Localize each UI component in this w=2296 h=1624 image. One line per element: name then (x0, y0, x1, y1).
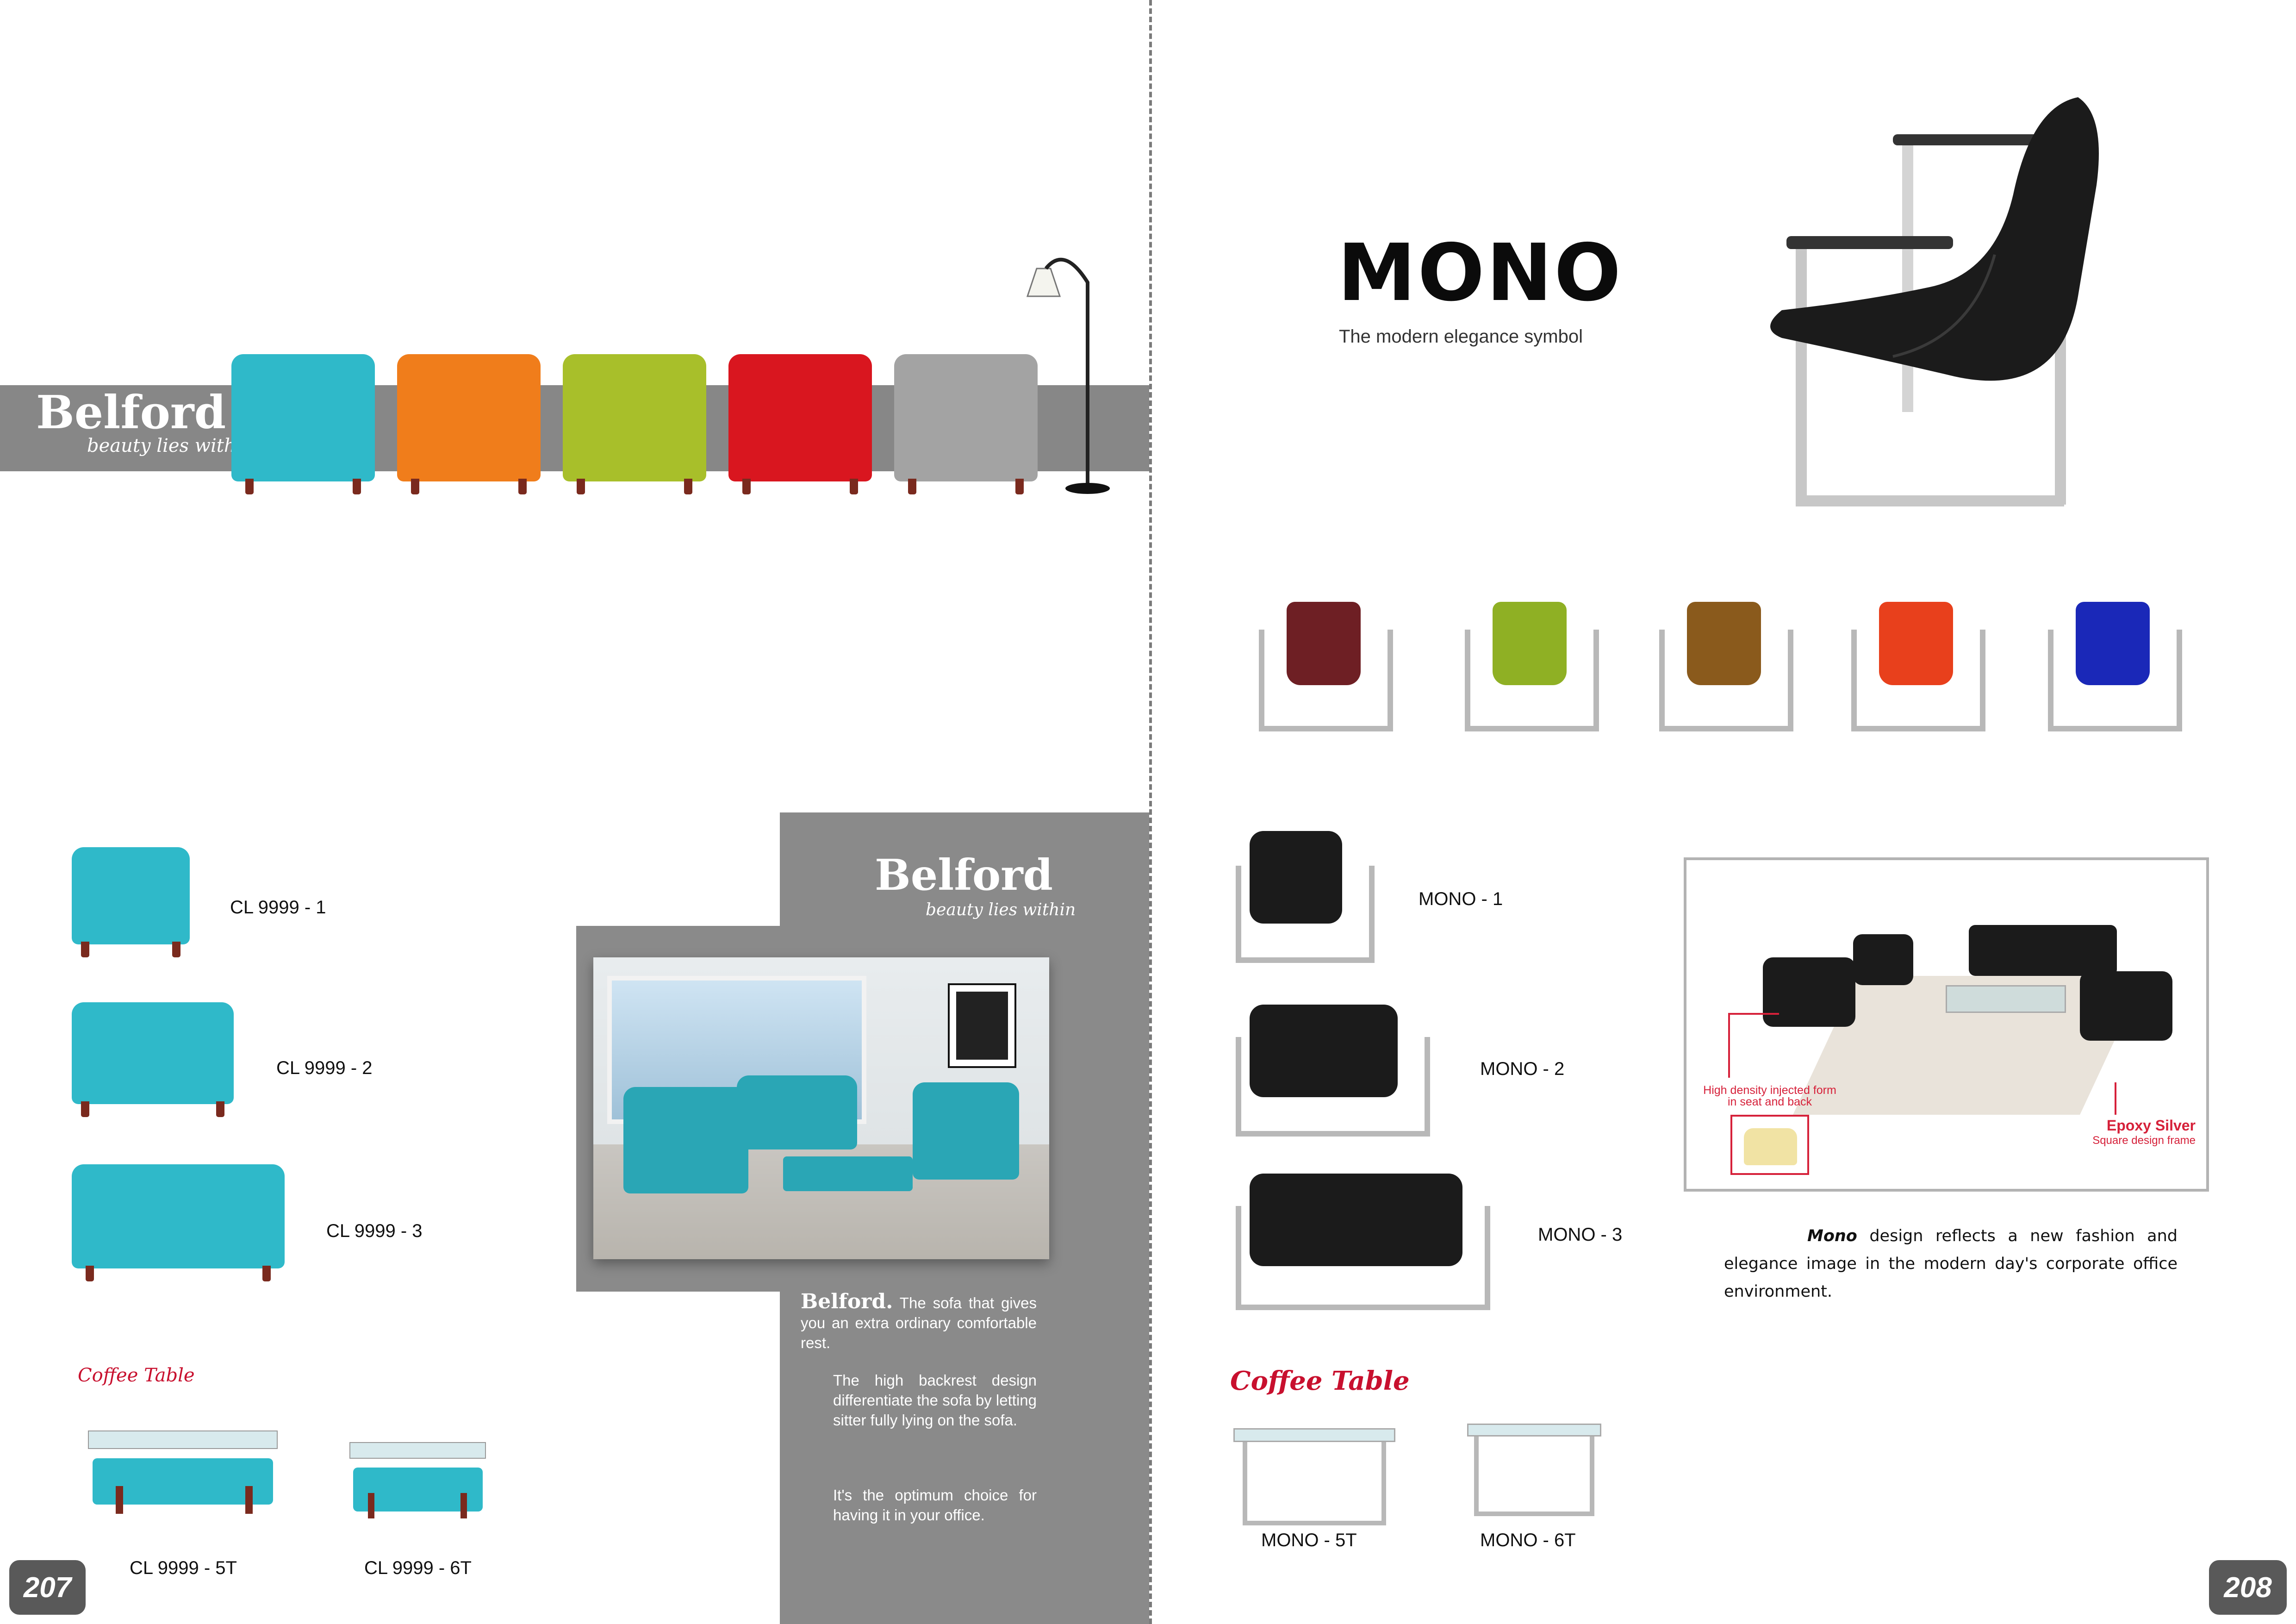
table-cl9999-6t (349, 1442, 486, 1521)
mono-2-chair (1236, 1005, 1435, 1139)
product-label: MONO - 2 (1480, 1059, 1565, 1079)
frame-callout-line (2115, 1082, 2116, 1115)
feature-chair (2080, 971, 2172, 1041)
mono-color-row (1250, 597, 2189, 736)
product-label: MONO - 1 (1419, 889, 1503, 909)
panel-paragraph-1: The high backrest design differentiate t… (833, 1372, 1037, 1429)
room-chair (913, 1082, 1019, 1180)
room-sofa (737, 1075, 857, 1149)
intro-text: The sofa that gives you an extra ordinar… (801, 1294, 1037, 1351)
page-number-right: 208 (2209, 1560, 2287, 1615)
sofa-cl9999-1 (72, 847, 190, 957)
table-label: MONO - 5T (1261, 1530, 1357, 1550)
table-cl9999-5t (88, 1430, 278, 1514)
table-label: CL 9999 - 5T (130, 1558, 237, 1578)
banner-chair (397, 354, 541, 494)
panel-paragraph-2: It's the optimum choice for having it in… (833, 1487, 1037, 1524)
banner-chair (563, 354, 706, 494)
banner-tagline: beauty lies within (87, 435, 254, 456)
foam-callout: High density injected form in seat and b… (1691, 1085, 1848, 1108)
table-label: CL 9999 - 6T (364, 1558, 472, 1578)
mono-1-chair (1236, 831, 1379, 965)
frame-callout: Epoxy Silver Square design frame (2038, 1117, 2196, 1147)
table-label: MONO - 6T (1480, 1530, 1576, 1550)
sofa-cl9999-2 (72, 1002, 234, 1117)
foam-line-1: High density injected form (1703, 1084, 1836, 1097)
description-brand: Mono (1807, 1227, 1857, 1245)
panel-brand: Belford (875, 850, 1053, 900)
banner-brand: Belford (36, 386, 226, 439)
mono-subtitle: The modern elegance symbol (1339, 326, 1583, 347)
table-mono-6t (1467, 1424, 1601, 1516)
mono-hero-chair (1770, 97, 2099, 506)
room-photo (593, 957, 1049, 1259)
mono-title: MONO (1338, 227, 1623, 319)
page-number-left: 207 (9, 1560, 86, 1615)
wall-art (948, 983, 1016, 1068)
floor-lamp-icon (1026, 257, 1110, 494)
panel-intro: Belford. The sofa that gives you an extr… (801, 1292, 1037, 1353)
room-table (783, 1156, 913, 1191)
mono-variant (1851, 602, 1990, 731)
banner-chair (894, 354, 1038, 494)
frame-title: Epoxy Silver (2106, 1117, 2196, 1134)
callout-line (1728, 1013, 1730, 1078)
table-mono-5t (1233, 1428, 1395, 1525)
intro-brand: Belford. (801, 1290, 893, 1313)
product-label: CL 9999 - 2 (276, 1058, 373, 1078)
banner-chair (231, 354, 375, 494)
mono-variant (1659, 602, 1798, 731)
mono-variant (1465, 602, 1604, 731)
mono-3-chair (1236, 1174, 1495, 1312)
mono-variant (1259, 602, 1398, 731)
feature-sofa (1969, 925, 2117, 976)
product-label: CL 9999 - 1 (230, 897, 326, 918)
feature-table (1946, 985, 2066, 1013)
feature-chair (1853, 934, 1913, 985)
callout-line (1728, 1013, 1779, 1015)
page-divider (1149, 0, 1152, 1624)
coffee-table-heading-right: Coffee Table (1230, 1366, 1410, 1396)
sofa-cl9999-3 (72, 1164, 285, 1281)
mono-feature-box: High density injected form in seat and b… (1684, 857, 2209, 1192)
banner-chair-row (231, 354, 1046, 494)
product-label: MONO - 3 (1538, 1224, 1623, 1245)
foam-sample (1730, 1115, 1809, 1175)
banner-chair (728, 354, 872, 494)
room-chair (623, 1087, 748, 1193)
coffee-table-heading-left: Coffee Table (78, 1365, 195, 1386)
feature-chair (1763, 957, 1855, 1027)
mono-variant (2048, 602, 2187, 731)
frame-sub: Square design frame (2092, 1134, 2196, 1147)
description-text: design reflects a new fashion and elegan… (1724, 1227, 2178, 1301)
product-label: CL 9999 - 3 (326, 1221, 423, 1241)
foam-line-2: in seat and back (1727, 1095, 1812, 1108)
mono-description: Mono design reflects a new fashion and e… (1724, 1222, 2178, 1305)
panel-tagline: beauty lies within (926, 900, 1076, 919)
